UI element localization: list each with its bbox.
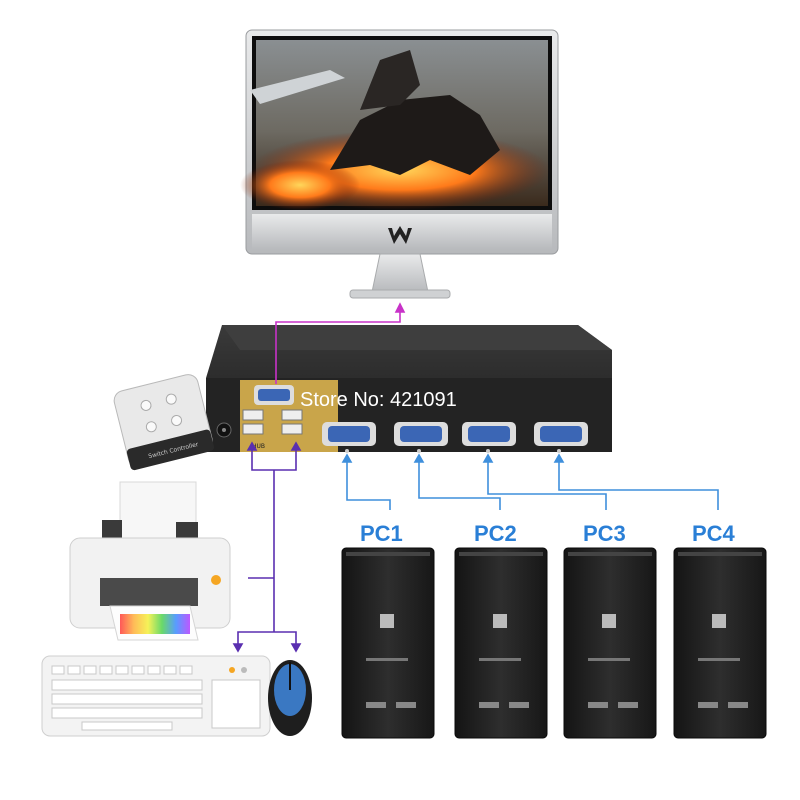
mouse-icon [268,660,312,736]
store-watermark: Store No: 421091 [300,389,457,411]
hub-label: HUB [252,443,265,450]
keyboard-icon [41,655,271,737]
brand-logo [388,226,412,244]
vga-port-4 [534,422,588,453]
vga-port-3 [462,422,516,453]
pc-connections [341,453,719,510]
pc-tower-icon [341,547,435,739]
pc-tower-2 [454,547,548,739]
pc-tower-3 [563,547,657,739]
peripheral-connections [232,441,302,653]
pc-tower-1 [341,547,435,739]
vga-port-1 [322,422,376,453]
pc-label-2: PC2 [474,521,517,546]
kvm-switch-icon: HUB [206,325,612,453]
pc-label-1: PC1 [360,521,403,546]
pc-tower-4 [673,547,767,739]
pc-label-3: PC3 [583,521,626,546]
remote-control-icon: Switch Controller [113,374,215,471]
printer-icon [69,481,231,641]
vga-port-2 [394,422,448,453]
pc-tower-icon [563,547,657,739]
monitor-icon [240,29,559,299]
pc-tower-icon [673,547,767,739]
monitor-connection [275,302,406,384]
pc-tower-icon [454,547,548,739]
vga-ports [322,422,588,453]
pc-label-4: PC4 [692,521,736,546]
